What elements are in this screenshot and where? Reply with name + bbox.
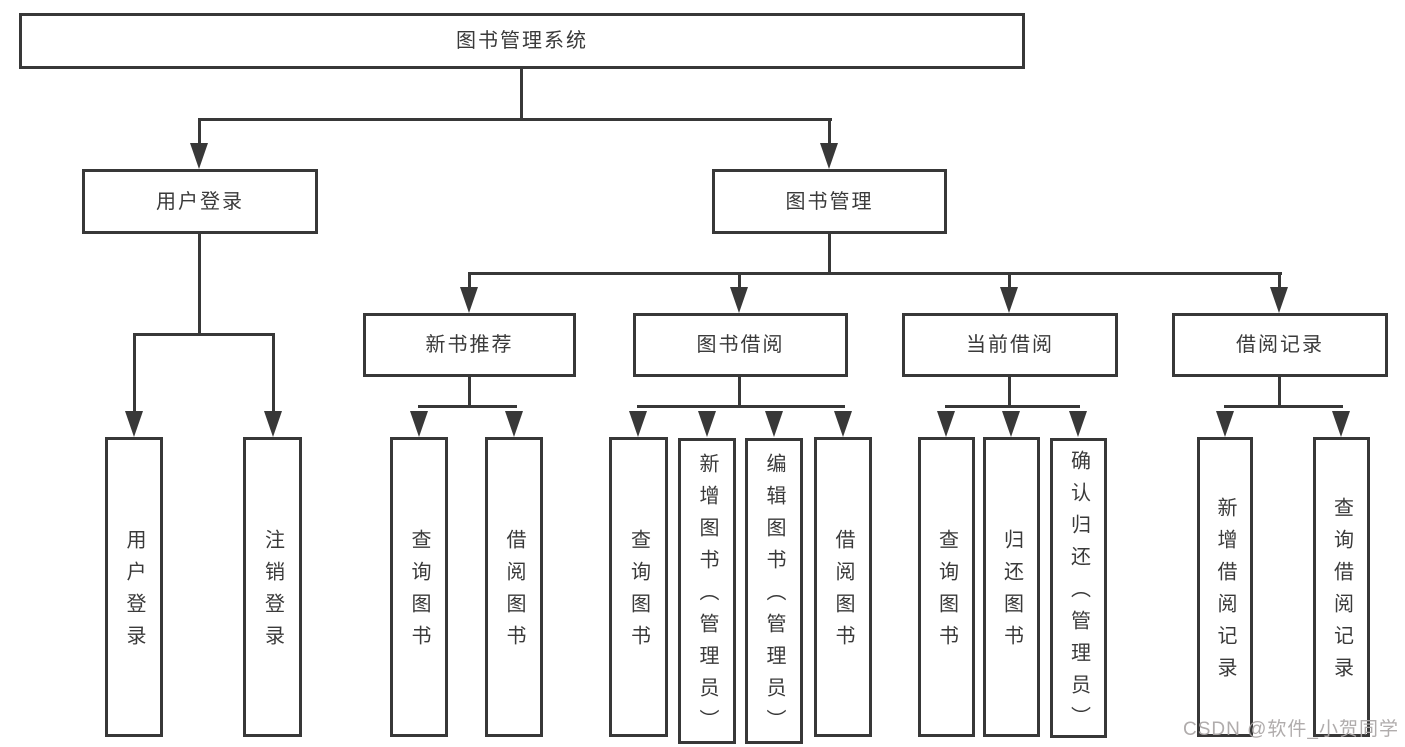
leaf-borrow-book-2-label: 借阅图书 (832, 529, 854, 657)
connector-drop-leaf-user-login (133, 333, 136, 415)
node-book-mgmt: 图书管理 (712, 169, 947, 234)
connector-drop-borrow-records (1278, 272, 1281, 292)
node-user-login: 用户登录 (82, 169, 318, 234)
arrowhead-query-record-icon (1332, 411, 1350, 437)
connector-drop-leaf-logout (272, 333, 275, 415)
node-user-login-label: 用户登录 (156, 190, 244, 213)
node-borrow-records: 借阅记录 (1172, 313, 1388, 377)
connector-user-login-stem (198, 234, 201, 336)
leaf-edit-book: 编辑图书（管理员） (745, 438, 803, 744)
connector-new-book-rec-rail (418, 405, 517, 408)
connector-new-book-rec-stem (468, 377, 471, 407)
node-new-book-rec-label: 新书推荐 (425, 334, 514, 356)
arrowhead-user-login-icon (190, 143, 208, 169)
connector-book-mgmt-stem (828, 234, 831, 275)
connector-book-borrow-rail (637, 405, 845, 408)
connector-level1-rail (198, 118, 832, 121)
leaf-borrow-book-1-label: 借阅图书 (503, 529, 525, 657)
arrowhead-leaf-logout-icon (264, 411, 282, 437)
connector-borrow-records-stem (1278, 377, 1281, 407)
arrowhead-borrow-book-1-icon (505, 411, 523, 437)
arrowhead-query-book-1-icon (410, 411, 428, 437)
arrowhead-current-borrow-icon (1000, 287, 1018, 313)
connector-level2-rail (468, 272, 1282, 275)
node-current-borrow-label: 当前借阅 (966, 334, 1054, 356)
node-borrow-records-label: 借阅记录 (1236, 334, 1324, 356)
connector-current-borrow-rail (945, 405, 1080, 408)
connector-user-login-rail (133, 333, 275, 336)
leaf-add-book-label: 新增图书（管理员） (696, 453, 718, 741)
leaf-query-book-3-label: 查询图书 (935, 529, 958, 657)
leaf-add-record-label: 新增借阅记录 (1214, 497, 1236, 689)
leaf-add-book: 新增图书（管理员） (678, 438, 736, 744)
leaf-confirm-return: 确认归还（管理员） (1050, 438, 1107, 738)
connector-drop-book-borrow (738, 272, 741, 292)
arrowhead-query-book-3-icon (937, 411, 955, 437)
leaf-user-login-label: 用户登录 (123, 529, 145, 657)
leaf-logout: 注销登录 (243, 437, 302, 737)
arrowhead-new-book-rec-icon (460, 287, 478, 313)
connector-book-borrow-stem (738, 377, 741, 407)
arrowhead-confirm-return-icon (1069, 411, 1087, 437)
arrowhead-add-record-icon (1216, 411, 1234, 437)
node-root: 图书管理系统 (19, 13, 1025, 69)
arrowhead-edit-book-icon (765, 411, 783, 437)
connector-drop-new-book-rec (468, 272, 471, 292)
node-root-label: 图书管理系统 (456, 30, 588, 52)
leaf-logout-label: 注销登录 (261, 529, 284, 657)
connector-drop-book-mgmt (828, 118, 831, 148)
leaf-borrow-book-1: 借阅图书 (485, 437, 543, 737)
connector-root-stem (520, 69, 523, 118)
leaf-edit-book-label: 编辑图书（管理员） (763, 453, 785, 741)
arrowhead-book-mgmt-icon (820, 143, 838, 169)
csdn-watermark: CSDN @软件_小贺同学 (1183, 719, 1399, 740)
connector-borrow-records-rail (1224, 405, 1343, 408)
leaf-query-book-2-label: 查询图书 (627, 529, 650, 657)
arrowhead-add-book-icon (698, 411, 716, 437)
arrowhead-leaf-user-login-icon (125, 411, 143, 437)
leaf-user-login: 用户登录 (105, 437, 163, 737)
leaf-query-book-2: 查询图书 (609, 437, 668, 737)
arrowhead-borrow-book-2-icon (834, 411, 852, 437)
connector-drop-user-login (198, 118, 201, 148)
leaf-confirm-return-label: 确认归还（管理员） (1067, 450, 1090, 738)
node-book-borrow: 图书借阅 (633, 313, 848, 377)
node-current-borrow: 当前借阅 (902, 313, 1118, 377)
arrowhead-return-book-icon (1002, 411, 1020, 437)
leaf-query-record: 查询借阅记录 (1313, 437, 1370, 737)
leaf-add-record: 新增借阅记录 (1197, 437, 1253, 737)
node-book-mgmt-label: 图书管理 (785, 190, 874, 213)
arrowhead-book-borrow-icon (730, 287, 748, 313)
leaf-query-book-1-label: 查询图书 (408, 529, 430, 657)
connector-current-borrow-stem (1008, 377, 1011, 407)
leaf-query-book-1: 查询图书 (390, 437, 448, 737)
leaf-query-book-3: 查询图书 (918, 437, 975, 737)
connector-drop-current-borrow (1008, 272, 1011, 292)
leaf-borrow-book-2: 借阅图书 (814, 437, 872, 737)
node-new-book-rec: 新书推荐 (363, 313, 576, 377)
leaf-return-book-label: 归还图书 (1000, 529, 1023, 657)
leaf-return-book: 归还图书 (983, 437, 1040, 737)
arrowhead-query-book-2-icon (629, 411, 647, 437)
node-book-borrow-label: 图书借阅 (696, 334, 785, 356)
arrowhead-borrow-records-icon (1270, 287, 1288, 313)
leaf-query-record-label: 查询借阅记录 (1330, 497, 1353, 689)
